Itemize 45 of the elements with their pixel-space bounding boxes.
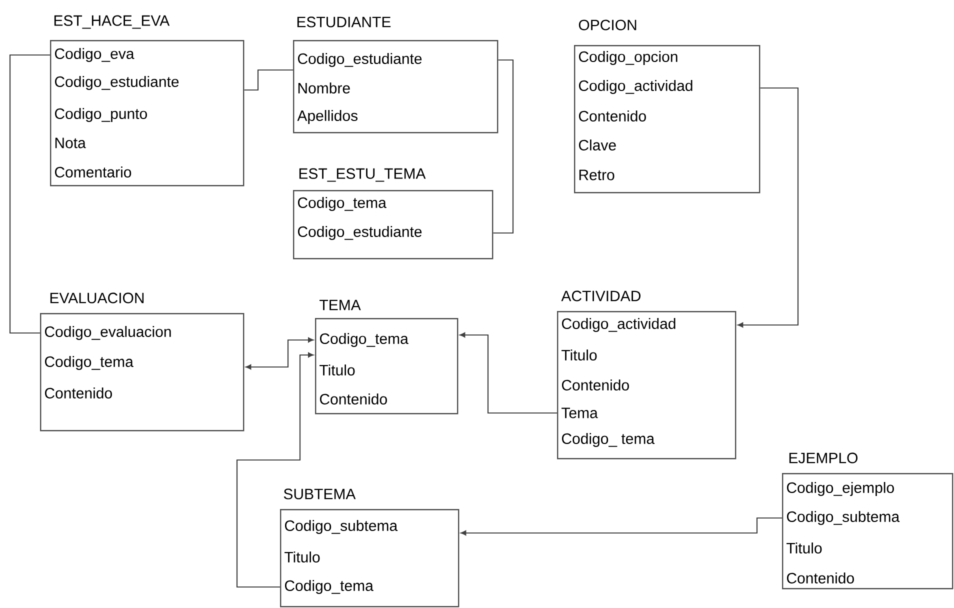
node-label: Contenido bbox=[562, 379, 629, 390]
table-box: Codigo_opcion Codigo_actividad Contenido Clave Retro bbox=[574, 45, 760, 194]
table-title: TEMA bbox=[320, 300, 361, 310]
table-title: EJEMPLO bbox=[789, 452, 858, 464]
node-label: Contenido bbox=[786, 572, 854, 584]
node-label: Codigo_subtema bbox=[786, 511, 900, 525]
connector bbox=[460, 332, 557, 414]
node-label: Nota bbox=[55, 138, 86, 148]
table-title: EST_ESTU_TEMA bbox=[299, 168, 426, 182]
connector bbox=[493, 59, 514, 234]
connector bbox=[236, 352, 314, 588]
node-label: Codigo_estudiante bbox=[54, 76, 179, 90]
connector bbox=[460, 517, 782, 536]
node-label: Titulo bbox=[562, 349, 597, 360]
node-label: Comentario bbox=[54, 166, 132, 178]
node-label: Codigo_ejemplo bbox=[786, 482, 894, 496]
node-label: Codigo_eva bbox=[54, 48, 134, 62]
node-label: Tema bbox=[562, 408, 598, 418]
node-label: Retro bbox=[579, 170, 614, 180]
connector bbox=[246, 337, 314, 370]
table-box: Codigo_evaluacion Codigo_tema Contenido bbox=[40, 313, 244, 432]
table-box: Codigo_tema Codigo_estudiante bbox=[293, 190, 494, 260]
table-box: Codigo_eva Codigo_estudiante Codigo_punto Nota Comentario bbox=[50, 40, 244, 186]
table-box: Codigo_tema Titulo Contenido bbox=[315, 318, 458, 414]
node-label: Titulo bbox=[786, 542, 822, 554]
table-title: ACTIVIDAD bbox=[561, 290, 640, 302]
table-title: ESTUDIANTE bbox=[297, 16, 391, 28]
table-title: EST_HACE_EVA bbox=[54, 15, 170, 29]
node-label: Contenido bbox=[578, 110, 646, 122]
table-box: Codigo_ejemplo Codigo_subtema Titulo Contenido bbox=[782, 472, 954, 590]
node-label: Codigo_ tema bbox=[562, 433, 655, 447]
table-box: Codigo_subtema Titulo Codigo_tema bbox=[280, 509, 460, 608]
table-box: Codigo_actividad Titulo Contenido Tema Codigo_ tema bbox=[557, 311, 736, 460]
table-title: OPCION bbox=[578, 20, 636, 30]
table-title: SUBTEMA bbox=[284, 488, 356, 500]
node-label: Codigo_opcion bbox=[578, 51, 678, 65]
connector bbox=[9, 54, 50, 334]
node-label: Codigo_actividad bbox=[578, 80, 692, 94]
table-title: EVALUACION bbox=[50, 292, 144, 304]
node-label: Codigo_punto bbox=[54, 108, 147, 122]
table-box: Codigo_estudiante Nombre Apellidos bbox=[293, 40, 498, 134]
connector bbox=[244, 69, 293, 91]
node-label: Clave bbox=[578, 139, 616, 150]
connector bbox=[738, 87, 799, 328]
node-label: Codigo_actividad bbox=[562, 318, 676, 332]
